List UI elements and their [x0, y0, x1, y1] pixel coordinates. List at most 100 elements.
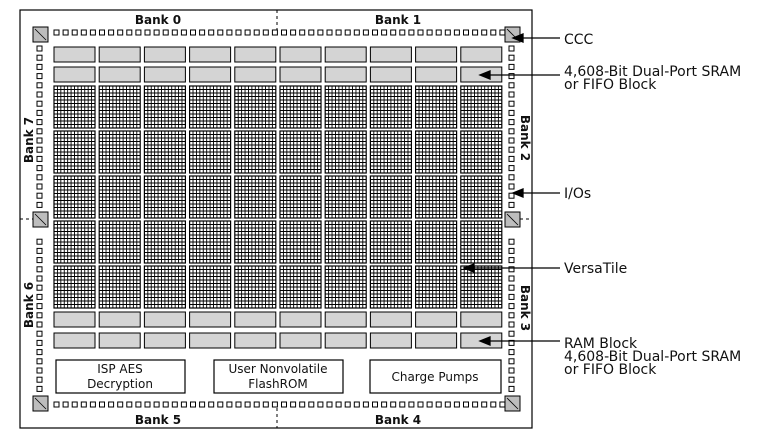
versatile-block-mesh [280, 131, 321, 173]
ccc-arrow-head [511, 33, 524, 43]
io-pad-right [508, 155, 515, 162]
io-pad-bottom [444, 401, 451, 408]
ram-row-bottom-1 [415, 311, 458, 328]
versatile-block [234, 85, 277, 129]
io-pad-top [244, 29, 251, 36]
io-pad-bottom [117, 401, 124, 408]
versatile-block-mesh [460, 176, 502, 218]
versatile-block [415, 220, 458, 264]
io-pad-left [36, 54, 43, 61]
io-pad-top [153, 29, 160, 36]
io-pad-right [508, 358, 515, 365]
sram-top-callout-1: 4,608-Bit Dual-Port SRAM [564, 64, 741, 80]
versatile-block [143, 85, 186, 129]
ram-row-bottom-2 [53, 332, 96, 349]
io-pad-bottom [326, 401, 333, 408]
ram-row-bottom-1 [234, 311, 277, 328]
versatile-block [460, 220, 503, 264]
versatile-block-mesh [415, 266, 457, 308]
io-pad-bottom [99, 401, 105, 408]
io-pad-top [499, 29, 506, 36]
io-pad-top [290, 29, 297, 36]
io-pad-top [453, 29, 460, 36]
io-pad-left [36, 321, 43, 328]
versatile-block [98, 265, 141, 309]
callout-labels: CCC 4,608-Bit Dual-Port SRAM or FIFO Blo… [564, 32, 741, 378]
io-pad-top [372, 29, 378, 36]
ram-row-top-1 [189, 46, 232, 63]
versatile-block [369, 220, 412, 264]
versatile-block-mesh [189, 221, 231, 263]
ios-arrow-head [511, 188, 524, 198]
versatile-block [98, 220, 141, 264]
versatile-block [324, 265, 367, 309]
io-pad-bottom [372, 401, 378, 408]
versatile-block-mesh [144, 176, 186, 218]
io-pad-right [508, 119, 515, 126]
versatile-block [279, 265, 322, 309]
io-pad-top [362, 29, 369, 36]
ram-row-bottom-2 [143, 332, 186, 349]
io-pad-left [36, 192, 43, 199]
ram-row-bottom-2 [369, 332, 412, 349]
ram-row-bottom-2 [234, 332, 277, 349]
io-pad-right [508, 330, 515, 337]
io-pad-right [508, 100, 515, 107]
io-pad-left [36, 165, 43, 172]
versatile-block-mesh [280, 266, 321, 308]
io-pad-left [36, 312, 43, 319]
versatile-arrow-head [462, 263, 475, 273]
versatile-block [369, 265, 412, 309]
io-pad-top [99, 29, 105, 36]
versatile-block-mesh [460, 86, 502, 128]
ram-row-top-2 [279, 66, 322, 83]
io-pad-bottom [244, 401, 251, 408]
versatile-block-mesh [325, 86, 367, 128]
versatile-block [279, 85, 322, 129]
io-pad-left [36, 155, 43, 162]
versatile-block [460, 175, 503, 219]
versatile-block [324, 85, 367, 129]
versatile-block-mesh [189, 131, 231, 173]
io-pad-left [36, 358, 43, 365]
io-pad-right [508, 73, 515, 80]
io-pad-right [508, 367, 515, 374]
io-pad-bottom [290, 401, 297, 408]
io-pad-ring [36, 29, 515, 408]
io-pad-top [126, 29, 133, 36]
io-pad-right [508, 349, 515, 356]
isp-aes-label-2: Decryption [87, 377, 153, 391]
versatile-block [415, 85, 458, 129]
versatile-block-mesh [460, 221, 502, 263]
versatile-block [369, 175, 412, 219]
io-pad-left [36, 45, 43, 52]
io-pad-left [36, 330, 43, 337]
flashrom-label-2: FlashROM [248, 377, 308, 391]
bank-labels: Bank 0 Bank 1 Bank 5 Bank 4 Bank 7 Bank … [22, 13, 532, 427]
io-pad-bottom [308, 401, 315, 408]
io-pad-bottom [417, 401, 424, 408]
versatile-block [53, 220, 96, 264]
flashrom-label-1: User Nonvolatile [229, 362, 328, 376]
io-pad-top [226, 29, 233, 36]
io-pad-right [508, 312, 515, 319]
versatile-block-mesh [54, 266, 95, 308]
versatile-block [189, 85, 232, 129]
io-pad-right [508, 174, 515, 181]
versatile-block-mesh [280, 86, 321, 128]
io-pad-bottom [481, 401, 488, 408]
versatile-block [415, 175, 458, 219]
io-pad-right [508, 82, 515, 89]
charge-pumps-label: Charge Pumps [391, 370, 478, 384]
versatile-block-mesh [99, 176, 141, 218]
bank-3-label: Bank 3 [518, 285, 532, 331]
ram-row-top-1 [53, 46, 96, 63]
versatile-block-mesh [99, 266, 141, 308]
io-pad-bottom [490, 401, 497, 408]
io-pad-top [463, 29, 469, 36]
charge-pumps-block [369, 359, 502, 394]
io-pad-top [262, 29, 269, 36]
io-pad-top [353, 29, 360, 36]
io-pad-bottom [208, 401, 215, 408]
